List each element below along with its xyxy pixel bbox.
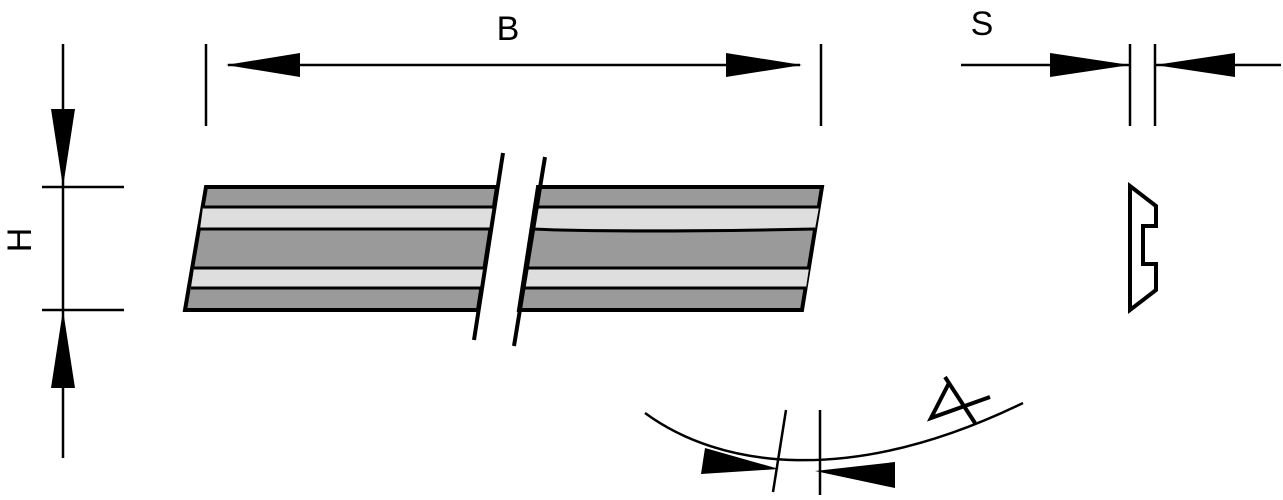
height-label: H [1,228,39,253]
width-dimension: B [204,10,823,126]
blade-body-left [182,185,500,312]
blade-right-section [516,185,825,312]
angle-detail [644,375,1024,495]
angle-symbol-lines [926,382,991,422]
blade-stripe-lower-right [523,268,809,288]
blade-cross-section [1128,181,1158,315]
curvature-arrow-right [815,462,895,488]
thickness-dimension: S [961,5,1281,126]
angle-symbol-arc [943,375,977,425]
height-dimension: H [1,44,124,458]
width-arrow-left [226,53,300,77]
thickness-label: S [971,5,994,43]
blade-profile [1128,181,1158,315]
width-arrow-right [726,53,802,77]
angle-symbol-icon [926,375,991,425]
thickness-arrow-left [1050,53,1130,77]
blade-stripe-upper-left [200,207,494,229]
height-arrow-top [51,109,75,187]
angle-tick-left [771,409,788,493]
break-line-right [512,156,547,347]
blade-front-view [182,152,825,347]
curvature-arc [644,401,1024,462]
blade-groove-line [531,227,816,233]
width-label: B [497,10,520,48]
blade-body-right [516,185,825,312]
height-arrow-bottom [51,310,75,388]
blade-stripe-lower-left [191,268,485,288]
blade-stripe-upper-right [532,207,819,229]
thickness-arrow-right [1155,53,1235,77]
curvature-arrow-left [701,448,779,474]
blade-left-section [182,185,500,312]
break-line-left [472,152,505,341]
